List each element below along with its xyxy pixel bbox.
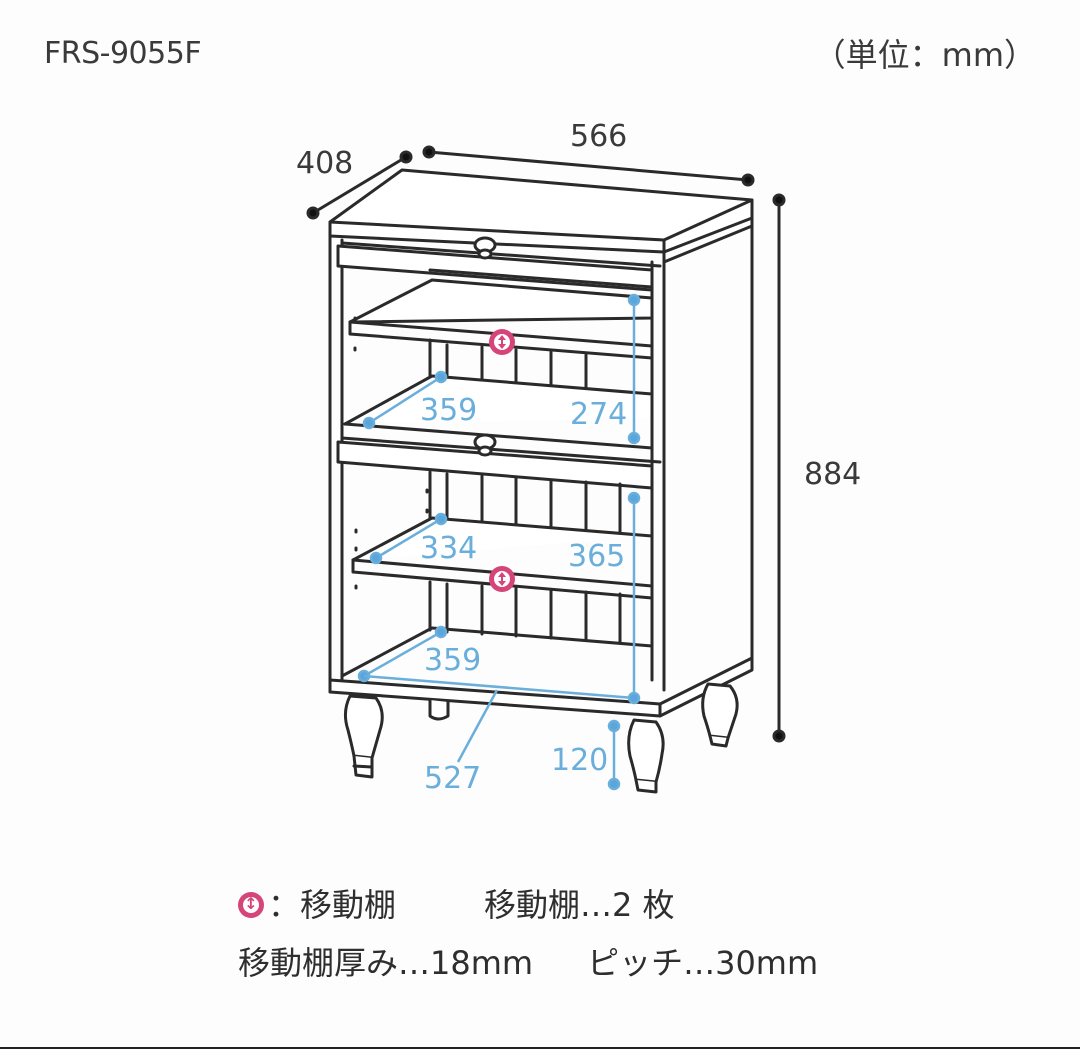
- leg-height: 120: [551, 743, 608, 778]
- legend-row-1: ：移動棚 移動棚…2 枚: [238, 876, 818, 934]
- bottom-divider: [0, 1047, 1080, 1049]
- inner-width: 527: [424, 761, 481, 796]
- upper-shelf-depth: 359: [420, 393, 477, 428]
- shelf-thickness: 移動棚厚み…18mm: [238, 944, 534, 982]
- upper-space-height: 274: [570, 397, 627, 432]
- middle-space-height: 365: [568, 539, 625, 574]
- bottom-depth: 359: [424, 643, 481, 678]
- movable-shelf-marker-icon: [489, 329, 515, 355]
- legend-icon-label: ：移動棚: [268, 886, 397, 924]
- unit-label: （単位：mm）: [813, 36, 1036, 74]
- shelf-count: 移動棚…2 枚: [484, 886, 675, 924]
- depth-dimension: 408: [296, 146, 353, 181]
- model-number: FRS-9055F: [44, 36, 202, 71]
- cabinet-diagram: 408 566 884 359 274 334 365 359 527 120: [296, 119, 861, 796]
- legend: ：移動棚 移動棚…2 枚 移動棚厚み…18mm ピッチ…30mm: [238, 876, 818, 992]
- middle-shelf-depth: 334: [420, 531, 477, 566]
- shelf-pitch: ピッチ…30mm: [587, 944, 819, 982]
- width-dimension: 566: [570, 119, 627, 154]
- movable-shelf-icon: [238, 891, 264, 918]
- movable-shelf-marker-icon: [489, 566, 515, 592]
- legend-row-2: 移動棚厚み…18mm ピッチ…30mm: [238, 934, 818, 992]
- height-dimension: 884: [804, 457, 861, 492]
